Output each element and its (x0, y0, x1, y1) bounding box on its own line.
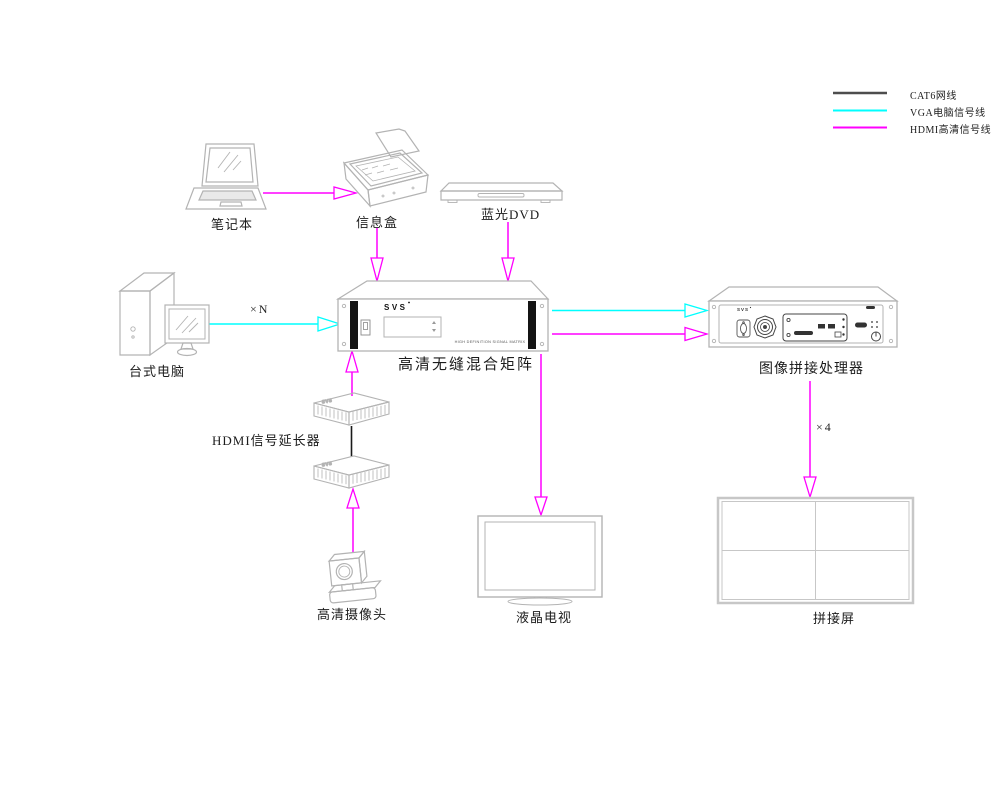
info-box-label: 信息盒 (356, 215, 399, 230)
hdmi-extender-top-icon: SVS (313, 392, 390, 426)
matrix-left-handle (350, 301, 358, 349)
legend-cat6-label: CAT6网线 (910, 91, 957, 102)
hdmi-extender-bottom-icon: SVS (313, 455, 390, 489)
matrix-power-switch (360, 319, 371, 336)
processor-brand-logo: SVS (737, 307, 749, 312)
legend-vga-label: VGA电脑信号线 (910, 108, 986, 119)
port-panel (782, 313, 848, 342)
lcd-tv-icon (477, 515, 603, 606)
arrow-camera-to-extender (346, 486, 360, 553)
processor-icon: SVS (707, 286, 899, 348)
arrow-matrix-to-tv (534, 354, 548, 518)
bluray-dvd-label: 蓝光DVD (481, 207, 541, 222)
arrow-bluray-to-matrix (501, 222, 515, 284)
arrow-laptop-to-infobox (263, 186, 359, 200)
registered-mark (408, 301, 410, 304)
arrow-extender-to-matrix (345, 348, 359, 396)
hd-camera-icon (327, 549, 382, 604)
hd-camera-label: 高清摄像头 (317, 607, 388, 622)
arrow-processor-to-wall (803, 381, 817, 500)
matrix-label: 高清无缝混合矩阵 (398, 357, 535, 373)
info-box-icon (342, 128, 430, 208)
arrow-matrix-to-processor-vga (552, 303, 710, 318)
processor-label: 图像拼接处理器 (759, 362, 864, 377)
arrow-matrix-to-processor-hdmi (552, 326, 710, 342)
legend-line-samples (833, 91, 887, 129)
laptop-label: 笔记本 (211, 217, 254, 232)
circular-connector (753, 315, 777, 339)
selector-down-arrow (432, 329, 436, 332)
matrix-right-handle (528, 301, 536, 349)
laptop-icon (185, 143, 267, 210)
processor-badge (866, 306, 875, 309)
power-button (871, 331, 881, 342)
lcd-tv-label: 液晶电视 (516, 610, 573, 625)
connection-arrows (209, 186, 817, 553)
desktop-pc-icon (118, 271, 210, 357)
wall-multiplier-label: ×4 (816, 420, 833, 434)
arrow-desktop-to-matrix (209, 316, 343, 332)
desktop-multiplier-label: ×N (250, 302, 270, 316)
legend-hdmi-label: HDMI高清信号线 (910, 125, 992, 136)
arrow-infobox-to-matrix (370, 228, 384, 284)
desktop-pc-label: 台式电脑 (129, 364, 186, 379)
extender-bottom-brand: SVS (321, 461, 332, 468)
extender-top-brand: SVS (321, 398, 332, 405)
matrix-brand-logo: SVS (384, 303, 408, 312)
video-wall-icon (716, 496, 915, 605)
registered-mark (749, 306, 752, 309)
card-slot (855, 322, 867, 328)
matrix-icon: SVS HIGH DEFINITION SIGNAL MATRIX (335, 280, 550, 352)
matrix-panel-text: HIGH DEFINITION SIGNAL MATRIX (455, 340, 526, 344)
bluray-dvd-icon (439, 182, 564, 203)
hdmi-extender-label: HDMI信号延长器 (212, 433, 321, 448)
selector-up-arrow (432, 321, 436, 324)
matrix-display (383, 316, 442, 338)
video-wall-label: 拼接屏 (813, 611, 856, 626)
vga-port (736, 319, 751, 338)
